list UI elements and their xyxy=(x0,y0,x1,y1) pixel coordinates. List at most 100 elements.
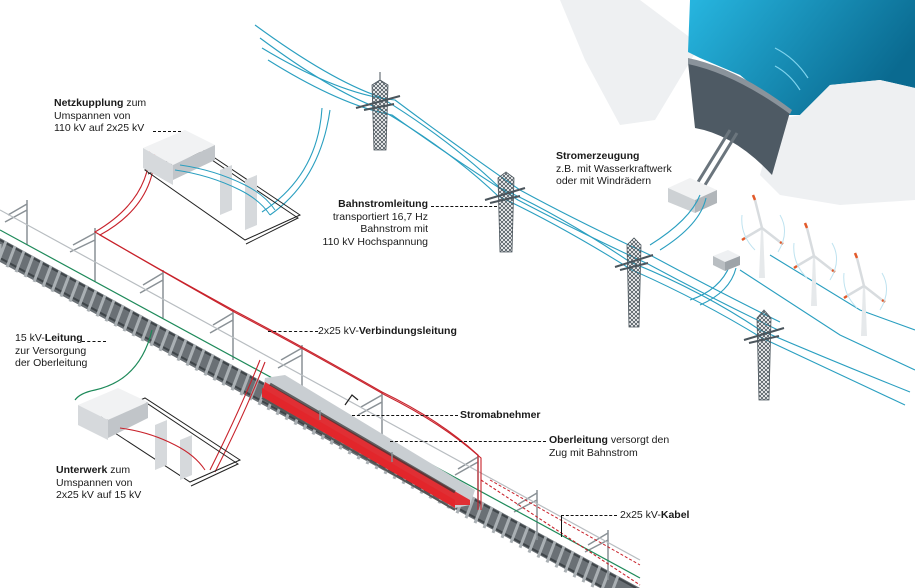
sleeper xyxy=(0,240,8,262)
leader-netzkupplung xyxy=(153,131,181,132)
label-unterwerk: Unterwerk zum Umspannen von 2x25 kV auf … xyxy=(56,464,141,502)
sleeper xyxy=(239,373,251,396)
verbindungsleitung-prefix: 2x25 kV- xyxy=(318,325,359,337)
sleeper xyxy=(554,545,566,568)
unterwerk-title: Unterwerk xyxy=(56,464,108,476)
sleeper xyxy=(41,265,53,288)
oberleitung-title: Oberleitung xyxy=(549,434,608,446)
water-ripple xyxy=(774,47,809,91)
label-stromabnehmer: Stromabnehmer xyxy=(460,409,541,422)
sleeper xyxy=(563,550,575,573)
leitung15-line3: der Oberleitung xyxy=(15,357,88,369)
connection-line-2x25kv xyxy=(93,147,641,586)
bahnstromleitung-title: Bahnstromleitung xyxy=(338,198,428,210)
leader-oberleitung xyxy=(390,441,546,442)
wind-turbine-2 xyxy=(793,222,837,306)
wind-turbine-3 xyxy=(843,252,887,336)
hydro-power-plant xyxy=(560,0,915,213)
sleeper xyxy=(32,260,44,283)
leader-15kv xyxy=(82,341,106,342)
label-bahnstromleitung: Bahnstromleitung transportiert 16,7 Hz B… xyxy=(322,198,428,248)
sleeper xyxy=(518,526,530,549)
sleeper xyxy=(545,540,557,563)
penstock-pipes xyxy=(696,129,739,186)
sleeper xyxy=(167,334,179,357)
sleeper xyxy=(611,575,620,588)
sleeper xyxy=(464,496,476,519)
oberleitung-line2: Zug mit Bahnstrom xyxy=(549,446,638,459)
netzkupplung-line2: Umspannen von xyxy=(54,109,131,122)
netzkupplung-title: Netzkupplung xyxy=(54,97,124,109)
label-verbindungsleitung: 2x25 kV-Verbindungsleitung xyxy=(318,325,457,338)
leitung15-prefix: 15 kV- xyxy=(15,332,45,344)
kabel-prefix: 2x25 kV- xyxy=(620,509,661,521)
bahnstromleitung-line3: Bahnstrom mit xyxy=(360,223,428,235)
power-station-building xyxy=(668,178,717,213)
sleeper xyxy=(572,555,584,578)
label-oberleitung: Oberleitung versorgt den Zug mit Bahnstr… xyxy=(549,434,669,459)
oberleitung-rest: versorgt den xyxy=(607,434,670,446)
sleeper xyxy=(581,560,593,583)
stromerzeugung-title: Stromerzeugung xyxy=(556,150,640,162)
contact-wire xyxy=(0,209,641,561)
sleeper xyxy=(491,511,503,534)
label-stromerzeugung: Stromerzeugung z.B. mit Wasserkraftwerk … xyxy=(556,150,672,188)
label-kabel: 2x25 kV-Kabel xyxy=(620,509,689,522)
sleeper xyxy=(149,324,161,347)
leader-stromabnehmer xyxy=(352,415,458,416)
sleeper xyxy=(23,255,35,278)
unterwerk-rest: zum xyxy=(107,464,131,476)
bahnstromleitung-line4: 110 kV Hochspannung xyxy=(322,235,428,248)
cable-2x25kv xyxy=(489,479,641,566)
sleeper xyxy=(482,506,494,529)
mountain-right xyxy=(760,80,915,205)
sleeper xyxy=(122,309,134,332)
sleeper xyxy=(203,353,215,376)
sleeper xyxy=(212,358,224,381)
sleeper xyxy=(59,275,71,298)
unterwerk-line2: Umspannen von xyxy=(56,476,133,489)
sleeper xyxy=(14,250,26,273)
kabel-title: Kabel xyxy=(660,509,690,521)
train xyxy=(261,375,475,511)
sleeper xyxy=(77,284,89,308)
sleeper xyxy=(158,329,170,352)
wind-farm xyxy=(713,194,887,336)
sleeper xyxy=(590,565,602,588)
sleeper xyxy=(95,294,107,317)
leader-bahnstromleitung xyxy=(431,206,497,207)
sleeper xyxy=(221,363,233,386)
unterwerk-substation xyxy=(78,388,242,487)
sleeper xyxy=(68,280,80,303)
netzkupplung-line3: 110 kV auf 2x25 kV xyxy=(54,122,145,134)
sleeper xyxy=(500,516,512,539)
mountain-left xyxy=(560,0,700,125)
dam-rim xyxy=(688,58,792,114)
verbindungsleitung-title: Verbindungsleitung xyxy=(358,325,457,337)
unterwerk-line3: 2x25 kV auf 15 kV xyxy=(56,489,142,501)
sleeper xyxy=(230,368,242,391)
sleeper xyxy=(527,531,539,554)
sleeper xyxy=(5,245,17,268)
stromabnehmer-title: Stromabnehmer xyxy=(460,409,541,421)
pantograph xyxy=(344,394,359,406)
sleeper xyxy=(113,304,125,327)
stromerzeugung-line3: oder mit Windrädern xyxy=(556,175,652,187)
label-netzkupplung: Netzkupplung zum Umspannen von 110 kV au… xyxy=(54,97,146,135)
dam-wall xyxy=(688,62,790,175)
wind-turbine-1 xyxy=(741,194,785,278)
leader-kabel-vertical xyxy=(561,515,562,537)
sleeper xyxy=(509,521,521,544)
sleeper xyxy=(176,339,188,362)
sleeper xyxy=(185,344,197,367)
pylon-4 xyxy=(743,309,785,401)
sleeper xyxy=(140,319,152,342)
sleeper xyxy=(194,348,206,372)
sleeper xyxy=(50,270,62,293)
label-15kv-leitung: 15 kV-Leitung zur Versorgung der Oberlei… xyxy=(15,332,87,370)
sleeper xyxy=(86,289,98,312)
sleeper xyxy=(104,299,116,322)
netzkupplung-rest: zum xyxy=(123,97,147,109)
